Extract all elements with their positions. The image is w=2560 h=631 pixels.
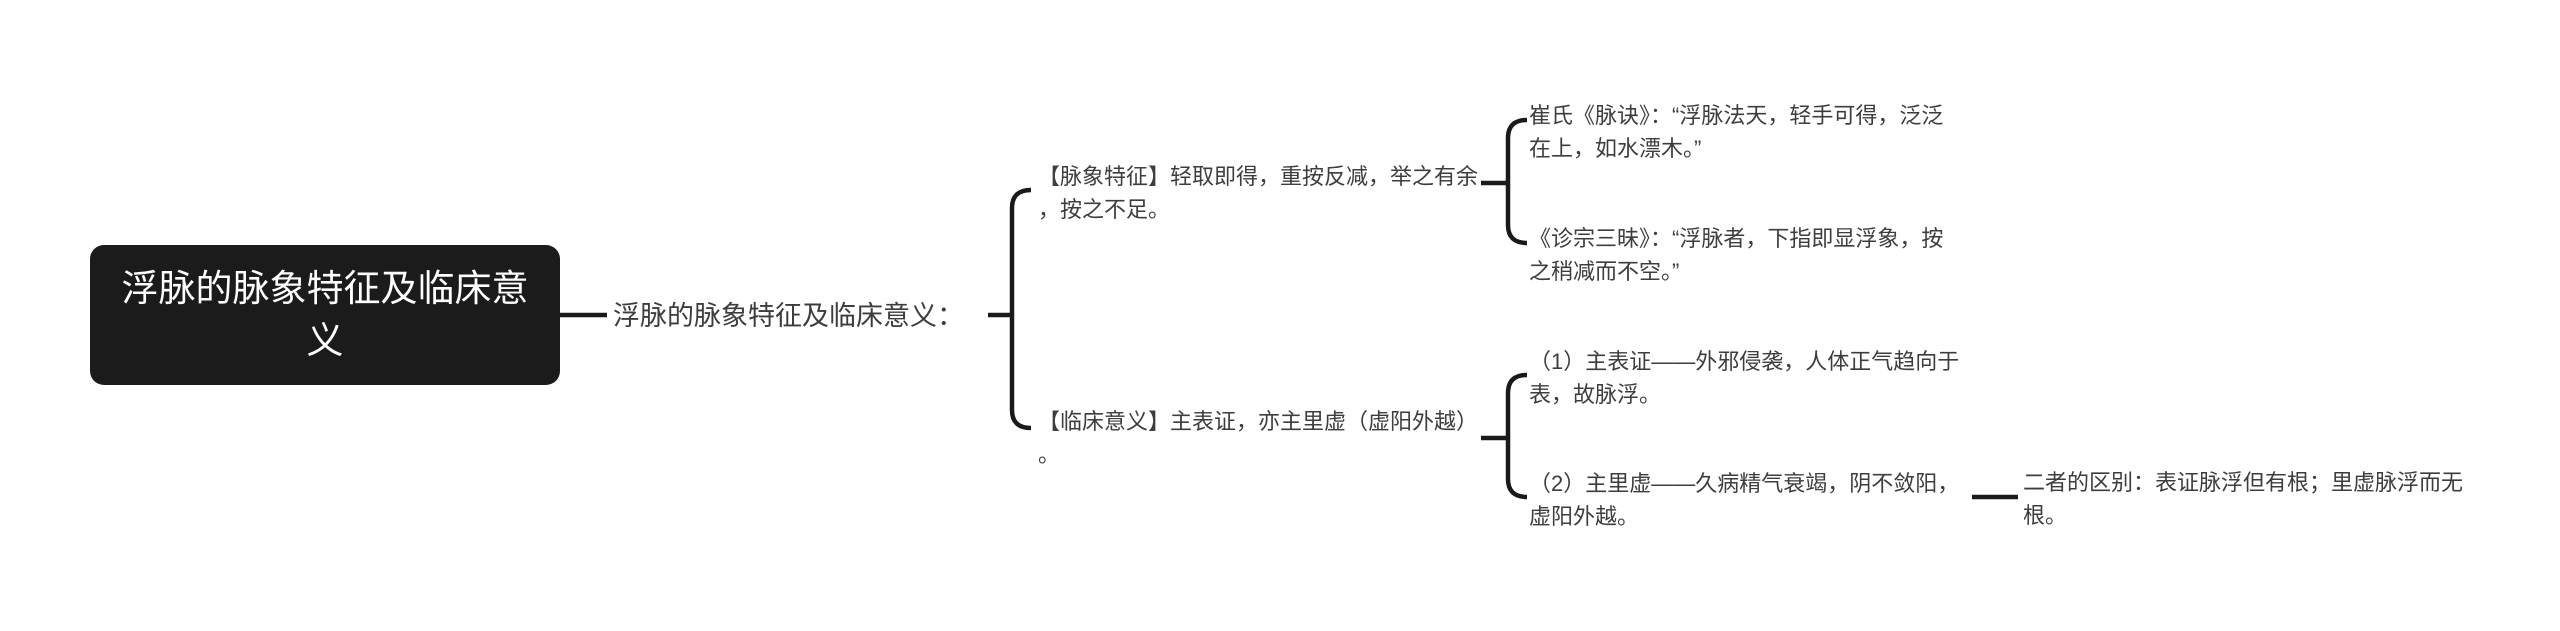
- node-difference-note: 二者的区别：表证脉浮但有根；里虚脉浮而无 根。: [2023, 470, 2464, 528]
- node-interior-deficiency: （2）主里虚——久病精气衰竭，阴不敛阳， 虚阳外越。: [1529, 471, 1960, 529]
- bracket-clinical-meanings: [1505, 372, 1528, 500]
- node-quote-cui-maijue: 崔氏《脉诀》：“浮脉法天，轻手可得，泛泛 在上，如水漂木。”: [1529, 103, 1944, 161]
- node-quote-zhenzong-sanmei: 《诊宗三昧》：“浮脉者，下指即显浮象，按 之稍减而不空。”: [1529, 226, 1944, 284]
- root-node-title: 浮脉的脉象特征及临床意 义: [121, 268, 529, 361]
- node-pulse-feature: 【脉象特征】轻取即得，重按反减，举之有余 ，按之不足。: [1038, 164, 1479, 222]
- node-clinical-significance: 【临床意义】主表证，亦主里虚（虚阳外越） 。: [1038, 409, 1479, 467]
- bracket-main: [1009, 187, 1032, 431]
- node-surface-syndrome: （1）主表证——外邪侵袭，人体正气趋向于 表，故脉浮。: [1529, 349, 1960, 407]
- bracket-feature-quotes: [1505, 117, 1528, 246]
- root-node: 浮脉的脉象特征及临床意 义: [90, 245, 560, 385]
- center-topic-label: 浮脉的脉象特征及临床意义：: [613, 301, 964, 331]
